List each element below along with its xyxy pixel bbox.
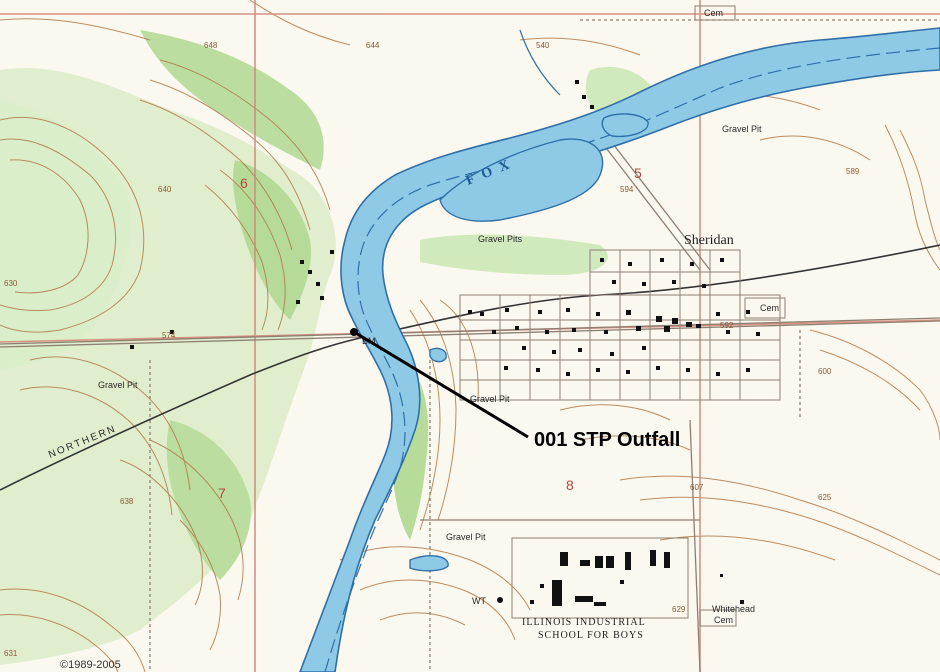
section-number-8: 8	[566, 477, 574, 493]
copyright-text: ©1989-2005	[60, 659, 121, 671]
town-label-sheridan: Sheridan	[684, 233, 734, 248]
gravel-pits-label: Gravel Pits	[478, 234, 523, 244]
cemetery-label-east: Cem	[760, 303, 779, 313]
buildings	[130, 80, 760, 604]
gravel-pit-label: Gravel Pit	[722, 124, 762, 134]
section-number-6: 6	[240, 175, 248, 191]
elevation-label: 594	[620, 185, 634, 194]
elevation-label: 630	[4, 279, 18, 288]
cemetery-label-whitehead: Cem	[714, 615, 733, 625]
lakes	[409, 113, 649, 572]
elevation-label: 607	[690, 483, 704, 492]
elevation-label: 644	[366, 41, 380, 50]
gravel-pit-label: Gravel Pit	[98, 380, 138, 390]
elevation-label: 638	[120, 497, 134, 506]
gravel-pit-label: Gravel Pit	[446, 532, 486, 542]
elevation-label: 640	[158, 185, 172, 194]
elevation-label: 540	[536, 41, 550, 50]
water-tower-label: WT	[472, 596, 486, 606]
gravel-pit-label: Gravel Pit	[470, 394, 510, 404]
outfall-label: 001 STP Outfall	[534, 429, 680, 451]
elevation-label: 648	[204, 41, 218, 50]
outfall-leader-line	[353, 330, 529, 439]
school-label-line1: ILLINOIS INDUSTRIAL	[522, 617, 646, 628]
elevation-label: 631	[4, 649, 18, 658]
elevation-label: 629	[672, 605, 686, 614]
section-number-7: 7	[218, 485, 226, 501]
outfall-marker	[350, 328, 358, 336]
elevation-label: 592	[720, 321, 734, 330]
outfall-annotation: 001 STP Outfall	[350, 328, 680, 451]
elevation-label: 589	[846, 167, 860, 176]
school-compound	[497, 537, 689, 619]
cemetery-markers	[694, 5, 786, 627]
elevation-label: 574	[162, 331, 176, 340]
place-label-whitehead: Whitehead	[712, 604, 755, 614]
woodland-areas	[0, 30, 660, 666]
section-number-5: 5	[634, 165, 642, 181]
town-street-grid	[459, 249, 781, 401]
elevation-label: 600	[818, 367, 832, 376]
elevation-label: 625	[818, 493, 832, 502]
school-label-line2: SCHOOL FOR BOYS	[538, 630, 644, 641]
cemetery-label-top: Cem	[704, 8, 723, 18]
roads	[0, 19, 940, 672]
